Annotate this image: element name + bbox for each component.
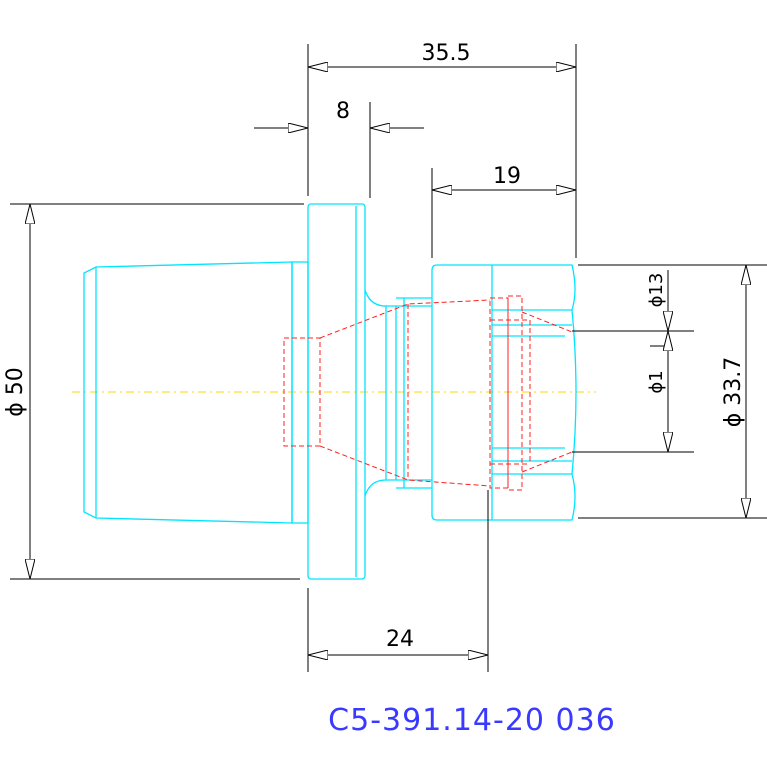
dim-min-clamp-diameter: ϕ1 [646, 370, 667, 393]
dimension-lines [10, 44, 767, 672]
flange [307, 203, 366, 580]
dim-flange-width: 8 [336, 99, 350, 124]
dim-flange-diameter: ϕ 50 [3, 367, 28, 417]
dim-shank-length: 24 [386, 627, 414, 652]
part-outline [83, 203, 577, 580]
nut [431, 264, 577, 521]
neck [364, 289, 387, 497]
hidden-collet [283, 295, 573, 491]
part-number-label: C5-391.14-20 036 [328, 703, 616, 738]
dim-max-clamp-diameter: ϕ13 [646, 273, 667, 308]
dim-nut-length: 19 [493, 164, 521, 189]
dim-nut-diameter: ϕ 33.7 [721, 357, 746, 428]
dim-overall-length: 35.5 [422, 41, 471, 66]
